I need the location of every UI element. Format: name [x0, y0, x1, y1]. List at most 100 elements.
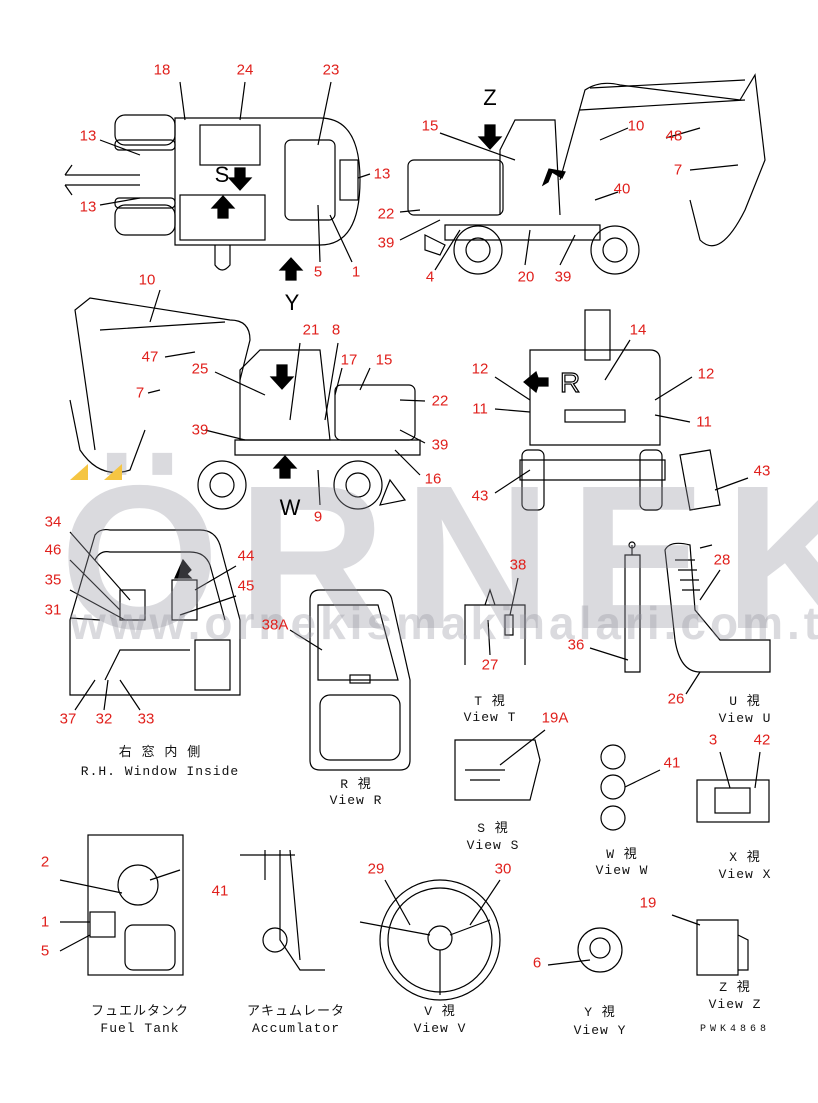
callout: 8	[331, 321, 341, 339]
callout: 5	[313, 263, 323, 281]
callout: 43	[471, 487, 489, 505]
excavator-left-side-view	[69, 289, 426, 510]
callout: 34	[44, 513, 62, 531]
caption-jp: フュエルタンク	[90, 1004, 190, 1019]
callout: 12	[471, 360, 489, 378]
callout: 2	[40, 853, 50, 871]
caption-en: View Z	[708, 997, 762, 1012]
callout: 25	[191, 360, 209, 378]
callout: 32	[95, 710, 113, 728]
callout: 20	[517, 268, 535, 286]
callout: 1	[40, 913, 50, 931]
callout: 41	[211, 882, 229, 900]
callout: 18	[153, 61, 171, 79]
caption-jp: Z 視	[719, 980, 751, 995]
caption-en: View T	[463, 710, 517, 725]
callout: 14	[629, 321, 647, 339]
watermark-url: www.ornekismakinalari.com.tr	[70, 597, 818, 649]
callout: 19	[639, 894, 657, 912]
callout: 31	[44, 601, 62, 619]
callout: 10	[627, 117, 645, 135]
excavator-rear-view: R	[494, 309, 749, 511]
callout: 42	[753, 731, 771, 749]
callout: 48	[665, 127, 683, 145]
callout: 28	[713, 551, 731, 569]
view-w	[600, 744, 661, 831]
caption-jp: Y 視	[584, 1005, 616, 1020]
drawing-number: PWK4868	[699, 1024, 771, 1035]
callout: 30	[494, 860, 512, 878]
callout: 41	[663, 754, 681, 772]
view-v-steering	[359, 879, 501, 1001]
watermark-brand: ÖRNEK	[60, 443, 818, 672]
view-s	[454, 729, 546, 801]
view-r-door	[289, 589, 411, 771]
callout: 46	[44, 541, 62, 559]
watermark-logo-accent	[70, 464, 122, 480]
callout: 29	[367, 860, 385, 878]
caption-jp: R 視	[340, 777, 372, 792]
callout: 39	[431, 436, 449, 454]
callout: 19A	[541, 709, 569, 727]
caption-en: Fuel Tank	[100, 1021, 180, 1036]
callout: 7	[135, 384, 145, 402]
callout: 9	[313, 508, 323, 526]
caption-en: View W	[595, 863, 649, 878]
callout: 5	[40, 942, 50, 960]
callout: 15	[421, 117, 439, 135]
view-t	[464, 577, 526, 665]
callout: 4	[425, 268, 435, 286]
callout: 17	[340, 351, 358, 369]
caption-jp: V 視	[424, 1004, 456, 1019]
callout: 39	[191, 421, 209, 439]
callout: 40	[613, 180, 631, 198]
callout: 13	[79, 127, 97, 145]
callout: 27	[481, 656, 499, 674]
callout: 3	[708, 731, 718, 749]
caption-en: View S	[466, 838, 520, 853]
callout: 39	[554, 268, 572, 286]
callout: 21	[302, 321, 320, 339]
callout: 16	[424, 470, 442, 488]
callout: 43	[753, 462, 771, 480]
caption-jp: アキュムレータ	[246, 1004, 346, 1019]
view-letter-s: S	[214, 162, 230, 187]
callout: 12	[697, 365, 715, 383]
caption-jp: S 視	[477, 821, 509, 836]
callout: 47	[141, 348, 159, 366]
callout: 38	[509, 556, 527, 574]
callout: 22	[377, 205, 395, 223]
caption-jp: 右 窓 内 側	[118, 745, 202, 760]
callout: 24	[236, 61, 254, 79]
caption-en: View V	[413, 1021, 467, 1036]
view-letter-y: Y	[284, 290, 300, 315]
callout: 13	[79, 198, 97, 216]
view-u	[589, 541, 771, 695]
cab-inside-view	[69, 528, 241, 711]
callout: 13	[373, 165, 391, 183]
callout: 10	[138, 271, 156, 289]
caption-jp: W 視	[606, 847, 638, 862]
caption-jp: U 視	[729, 694, 761, 709]
view-z	[671, 914, 749, 976]
svg-text:R: R	[560, 367, 580, 398]
caption-jp: X 視	[729, 850, 761, 865]
callout: 11	[696, 413, 712, 431]
callout: 6	[532, 954, 542, 972]
caption-jp: T 視	[474, 694, 506, 709]
callout: 45	[237, 577, 255, 595]
accumulator-drawing	[240, 849, 325, 971]
caption-en: View Y	[573, 1023, 627, 1038]
fuel-tank-drawing	[59, 834, 184, 976]
view-letter-z: Z	[483, 85, 497, 110]
callout: 23	[322, 61, 340, 79]
callout: 26	[667, 690, 685, 708]
view-letter-w: W	[279, 495, 301, 520]
caption-en: View X	[718, 867, 772, 882]
callout: 22	[431, 392, 449, 410]
view-y	[547, 927, 623, 973]
callout: 35	[44, 571, 62, 589]
caption-en: Accumlator	[251, 1021, 341, 1036]
